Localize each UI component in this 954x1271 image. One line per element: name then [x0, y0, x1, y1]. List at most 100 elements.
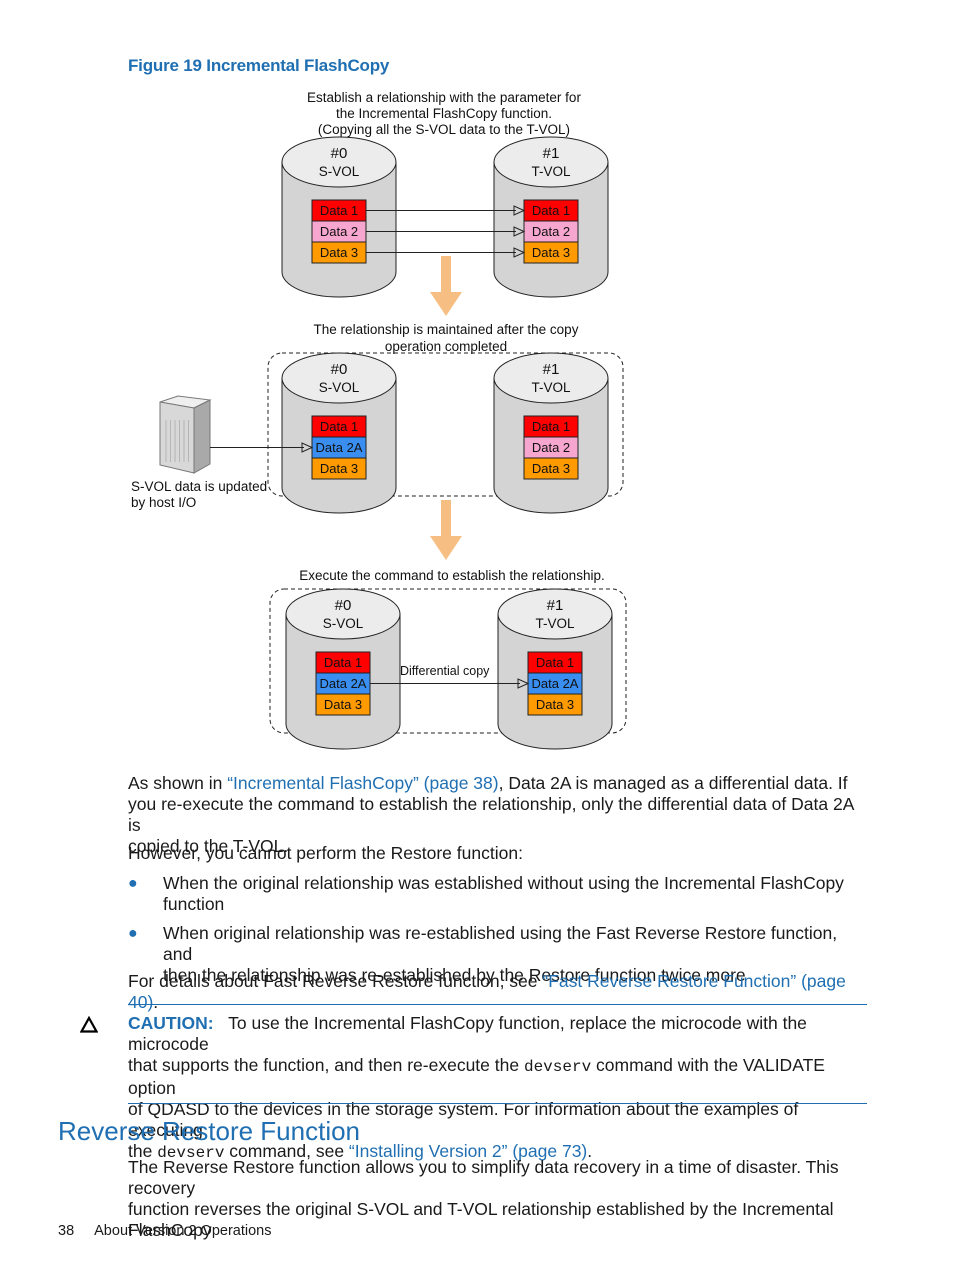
host-server-icon-side [193, 399, 211, 474]
host-io-label: S-VOL data is updated [131, 479, 267, 494]
svol-cylinder-label: S-VOL [319, 164, 360, 179]
caution-bottom-rule [128, 1103, 867, 1104]
para1-text: As shown in [128, 773, 228, 793]
step-arrow-head [430, 536, 462, 560]
caution-text: . [587, 1141, 593, 1161]
page-number: 38 [58, 1223, 75, 1239]
data-block-label: Data 3 [532, 461, 570, 476]
caution-text: of QDASD to the devices in the storage s… [128, 1099, 799, 1140]
data-block-label: Data 1 [532, 419, 570, 434]
svol-cylinder-label: S-VOL [319, 380, 360, 395]
bullet-line: When original relationship was re-establ… [163, 923, 838, 964]
bullet-line: When the original relationship was estab… [163, 873, 844, 893]
tvol-cylinder-number: #1 [547, 597, 564, 614]
differential-copy-arrow-head [517, 678, 530, 689]
data-block-label: Data 1 [532, 203, 570, 218]
svol-cylinder-top [285, 588, 401, 640]
svol-cylinder-number: #0 [331, 361, 348, 378]
panel3-note: Execute the command to establish the rel… [299, 568, 604, 583]
paragraph-shown-in: As shown in “Incremental FlashCopy” (pag… [128, 773, 868, 857]
step-arrow-shaft [441, 500, 451, 540]
footer-title: About Version 2 Operations [94, 1223, 272, 1239]
panel2-note: operation completed [385, 339, 507, 354]
differential-copy-label: Differential copy [400, 664, 490, 678]
host-io-label: by host I/O [131, 495, 196, 510]
data-block-label: Data 1 [324, 655, 362, 670]
tvol-cylinder-number: #1 [543, 361, 560, 378]
section-paragraph: The Reverse Restore function allows you … [128, 1157, 868, 1241]
copy-arrow-head [513, 226, 526, 237]
caution-block: CAUTION: To use the Incremental FlashCop… [128, 1013, 868, 1164]
data-block-label: Data 2A [532, 676, 579, 691]
svol-cylinder-number: #0 [331, 145, 348, 162]
section-line: function reverses the original S-VOL and… [128, 1199, 834, 1240]
caution-text: that supports the function, and then re-… [128, 1055, 524, 1075]
data-block-label: Data 2 [532, 224, 570, 239]
svol-cylinder-top [281, 136, 397, 188]
data-block-label: Data 3 [320, 461, 358, 476]
panel1-note: (Copying all the S-VOL data to the T-VOL… [318, 122, 570, 137]
data-block [311, 457, 367, 480]
data-block-label: Data 3 [532, 245, 570, 260]
bullet-icon: ● [128, 925, 138, 942]
tvol-cylinder-top [493, 352, 609, 404]
caution-top-rule [128, 1004, 867, 1005]
copy-arrow-head [513, 247, 526, 258]
caution-text: To use the Incremental FlashCopy functio… [128, 1013, 807, 1054]
para1-text-cont: , Data 2A is managed as a differential d… [498, 773, 848, 793]
step-arrow-head [430, 292, 462, 316]
paragraph-details: For details about Fast Reverse Restore f… [128, 971, 868, 1013]
caution-text: the [128, 1141, 158, 1161]
caution-text: command, see [224, 1141, 349, 1161]
data-block-label: Data 3 [536, 697, 574, 712]
tvol-cylinder-label: T-VOL [531, 380, 571, 395]
svol-cylinder-label: S-VOL [323, 616, 364, 631]
panel1-note: Establish a relationship with the parame… [307, 90, 581, 105]
data-block-label: Data 3 [324, 697, 362, 712]
link-installing-version-2[interactable]: “Installing Version 2” (page 73) [348, 1141, 588, 1161]
paragraph-restore-note: However, you cannot perform the Restore … [128, 843, 523, 863]
data-block [523, 457, 579, 480]
para3-text: For details about Fast Reverse Restore f… [128, 971, 543, 991]
tvol-cylinder-label: T-VOL [531, 164, 571, 179]
code-devserv: devserv [523, 1058, 592, 1076]
bullet-line: function [163, 894, 225, 914]
data-block-label: Data 2A [316, 440, 363, 455]
bullet-line: then the relationship was re-established… [163, 965, 746, 985]
data-block-label: Data 1 [320, 203, 358, 218]
step-arrow-shaft [441, 256, 451, 296]
copy-arrow-head [513, 205, 526, 216]
section-title: Reverse Restore Function [58, 1116, 361, 1146]
para1-line3: copied to the T-VOL. [128, 836, 289, 856]
panel3-group-frame [269, 588, 627, 734]
section-line: The Reverse Restore function allows you … [128, 1157, 839, 1198]
data-block-label: Data 2A [320, 676, 367, 691]
tvol-cylinder-number: #1 [543, 145, 560, 162]
bullet-icon: ● [128, 875, 138, 892]
link-incremental-flashcopy[interactable]: “Incremental FlashCopy” (page 38) [227, 773, 499, 793]
data-block-label: Data 3 [320, 245, 358, 260]
caution-icon [80, 1016, 98, 1033]
figure-caption: Figure 19 Incremental FlashCopy [128, 56, 390, 75]
svol-cylinder-number: #0 [335, 597, 352, 614]
para1-line2: you re-execute the command to establish … [128, 794, 854, 835]
caution-text: command with the VALIDATE option [128, 1055, 825, 1098]
panel2-note: The relationship is maintained after the… [314, 322, 579, 337]
code-devserv: devserv [157, 1144, 225, 1162]
page-footer: 38 About Version 2 Operations [58, 1223, 291, 1239]
svol-cylinder-top [281, 352, 397, 404]
caution-label: CAUTION: [128, 1013, 214, 1033]
tvol-cylinder-top [497, 588, 613, 640]
data-block-label: Data 1 [536, 655, 574, 670]
panel2-group-frame [267, 352, 624, 497]
data-block-label: Data 2 [320, 224, 358, 239]
data-block [527, 693, 583, 716]
data-block-label: Data 2 [532, 440, 570, 455]
panel1-note: the Incremental FlashCopy function. [336, 106, 552, 121]
incremental-flashcopy-diagram: Establish a relationship with the parame… [131, 90, 627, 750]
tvol-cylinder-top [493, 136, 609, 188]
data-block [315, 693, 371, 716]
link-fast-reverse-restore[interactable]: “Fast Reverse Restore Function” (page 40… [128, 971, 846, 1012]
data-block-label: Data 1 [320, 419, 358, 434]
para3-text-end: . [153, 992, 159, 1012]
